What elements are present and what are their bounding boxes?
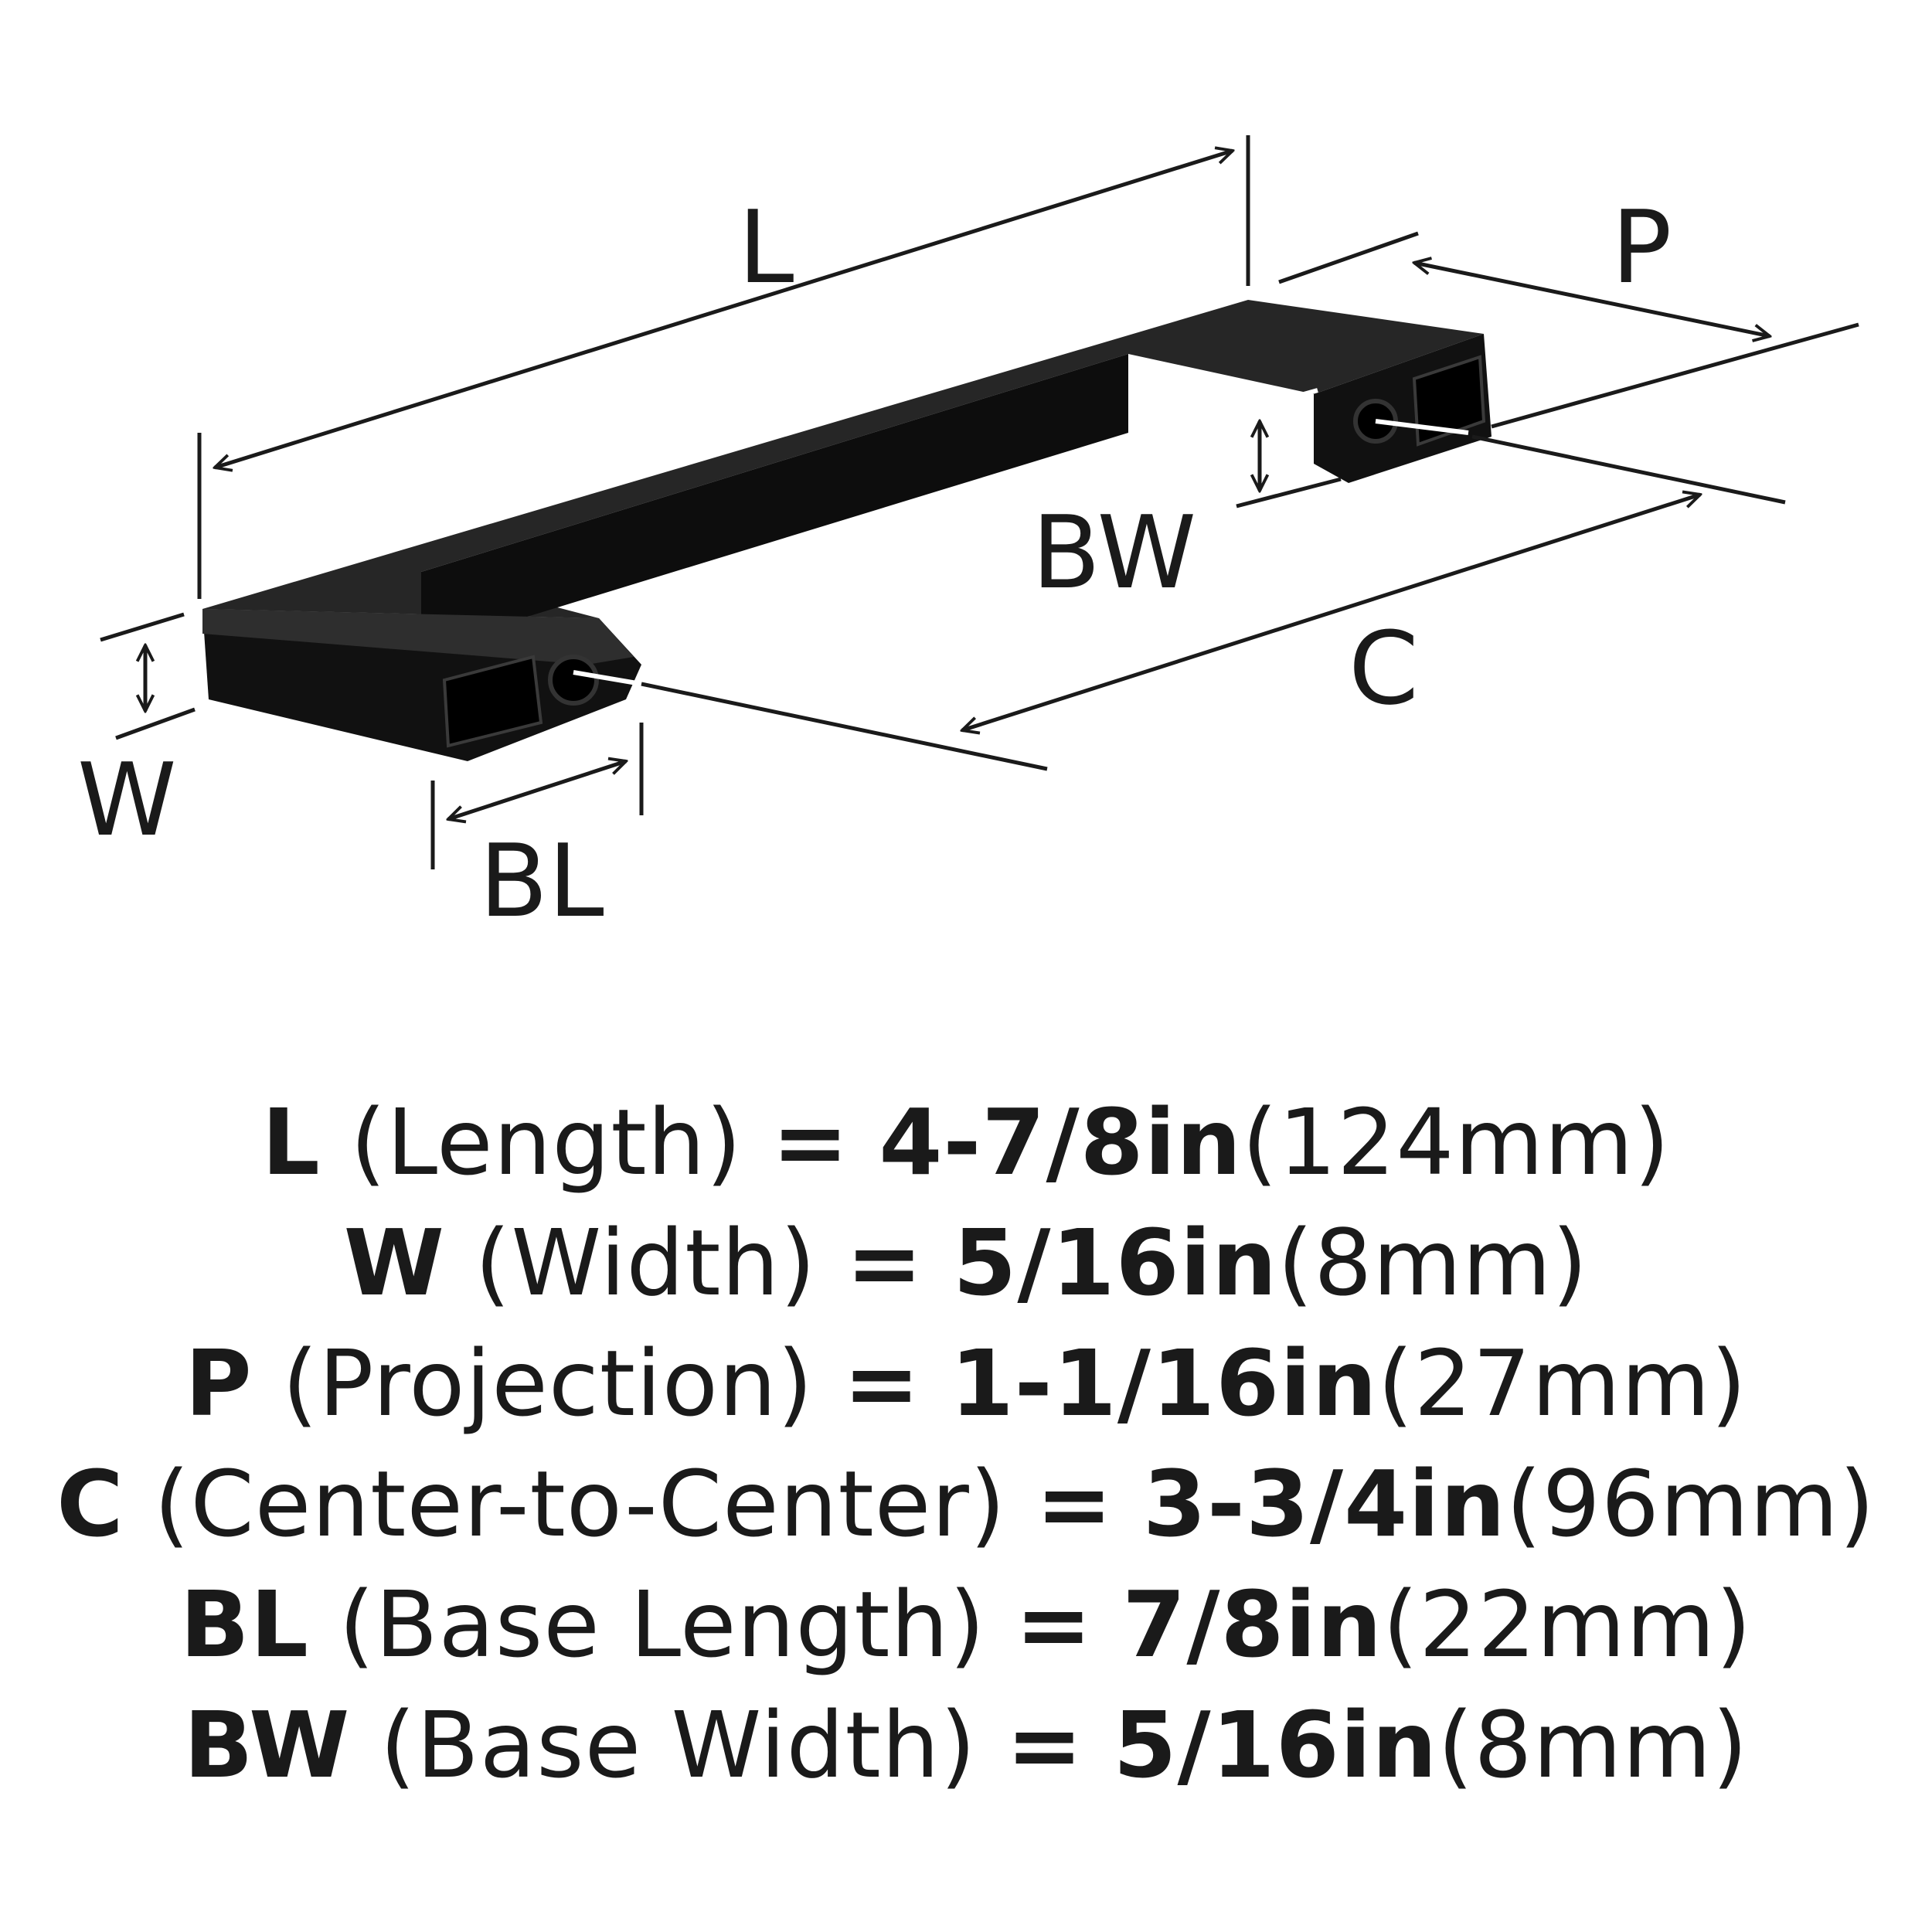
spec-row-base-width: BW (Base Width) = 5/16in(8mm) bbox=[0, 1685, 1932, 1805]
left-base-slot bbox=[442, 655, 543, 748]
spec-description: (Base Width) bbox=[379, 1692, 977, 1798]
c-extension-left bbox=[641, 682, 1048, 771]
handle-bar-top bbox=[202, 300, 1484, 618]
highlight-line bbox=[1220, 388, 1318, 420]
spec-row-base-length: BL (Base Length) = 7/8in(22mm) bbox=[0, 1564, 1932, 1685]
spec-symbol: BL bbox=[179, 1571, 309, 1678]
l-dimension-line bbox=[215, 151, 1233, 468]
spec-equals: = bbox=[1036, 1451, 1114, 1557]
spec-metric: (124mm) bbox=[1242, 1089, 1671, 1196]
spec-metric: (8mm) bbox=[1437, 1692, 1749, 1798]
spec-equals: = bbox=[1015, 1571, 1093, 1678]
spec-equals: = bbox=[845, 1209, 923, 1316]
label-bl: BL bbox=[479, 822, 604, 940]
cabinet-pull-handle bbox=[202, 300, 1492, 761]
spec-metric: (27mm) bbox=[1377, 1330, 1747, 1437]
spec-description: (Width) bbox=[474, 1209, 817, 1316]
spec-metric: (22mm) bbox=[1383, 1571, 1753, 1678]
highlight-line bbox=[573, 670, 642, 686]
handle-bar-inner-face bbox=[421, 354, 1128, 649]
w-extension-bottom bbox=[115, 707, 196, 740]
label-w: W bbox=[77, 741, 177, 859]
spec-description: (Length) bbox=[350, 1089, 743, 1196]
left-screw-hole bbox=[548, 655, 599, 706]
spec-equals: = bbox=[843, 1330, 921, 1437]
spec-imperial: 5/16in bbox=[1113, 1692, 1438, 1798]
spec-symbol: BW bbox=[183, 1692, 351, 1798]
p-extension-top bbox=[1278, 231, 1419, 284]
spec-row-length: L (Length) = 4-7/8in(124mm) bbox=[0, 1082, 1932, 1202]
c-dimension-line bbox=[962, 495, 1700, 730]
spec-symbol: C bbox=[56, 1451, 124, 1557]
p-dimension-line bbox=[1414, 263, 1770, 336]
label-bw: BW bbox=[1032, 494, 1196, 611]
spec-symbol: P bbox=[185, 1330, 253, 1437]
spec-row-projection: P (Projection) = 1-1/16in(27mm) bbox=[0, 1323, 1932, 1444]
spec-description: (Base Length) bbox=[338, 1571, 986, 1678]
spec-imperial: 4-7/8in bbox=[879, 1089, 1243, 1196]
spec-imperial: 1-1/16in bbox=[950, 1330, 1378, 1437]
dimension-lines bbox=[100, 135, 1859, 869]
bw-extension-bottom bbox=[1236, 477, 1342, 509]
spec-description: (Projection) bbox=[282, 1330, 814, 1437]
spec-metric: (96mm) bbox=[1505, 1451, 1876, 1557]
dimension-diagram: L P BW C W BL bbox=[77, 135, 1859, 940]
label-l: L bbox=[738, 189, 794, 306]
right-base-slot bbox=[1412, 355, 1486, 447]
spec-imperial: 3-3/4in bbox=[1142, 1451, 1506, 1557]
label-c: C bbox=[1349, 610, 1419, 727]
spec-imperial: 5/16in bbox=[953, 1209, 1278, 1316]
specification-list: L (Length) = 4-7/8in(124mm) W (Width) = … bbox=[0, 1082, 1932, 1805]
spec-equals: = bbox=[1006, 1692, 1083, 1798]
bl-dimension-line bbox=[448, 761, 626, 819]
spec-row-center-to-center: C (Center-to-Center) = 3-3/4in(96mm) bbox=[0, 1444, 1932, 1564]
spec-equals: = bbox=[771, 1089, 849, 1196]
p-extension-bottom bbox=[1491, 322, 1859, 429]
spec-metric: (8mm) bbox=[1277, 1209, 1589, 1316]
label-p: P bbox=[1611, 189, 1672, 306]
c-extension-right bbox=[1471, 434, 1786, 505]
spec-imperial: 7/8in bbox=[1122, 1571, 1383, 1678]
spec-symbol: L bbox=[261, 1089, 321, 1196]
left-base-top bbox=[202, 609, 634, 665]
w-extension-top bbox=[100, 612, 185, 642]
spec-description: (Center-to-Center) bbox=[154, 1451, 1006, 1557]
spec-row-width: W (Width) = 5/16in(8mm) bbox=[0, 1202, 1932, 1323]
spec-symbol: W bbox=[343, 1209, 445, 1316]
highlight-line bbox=[1375, 419, 1469, 435]
